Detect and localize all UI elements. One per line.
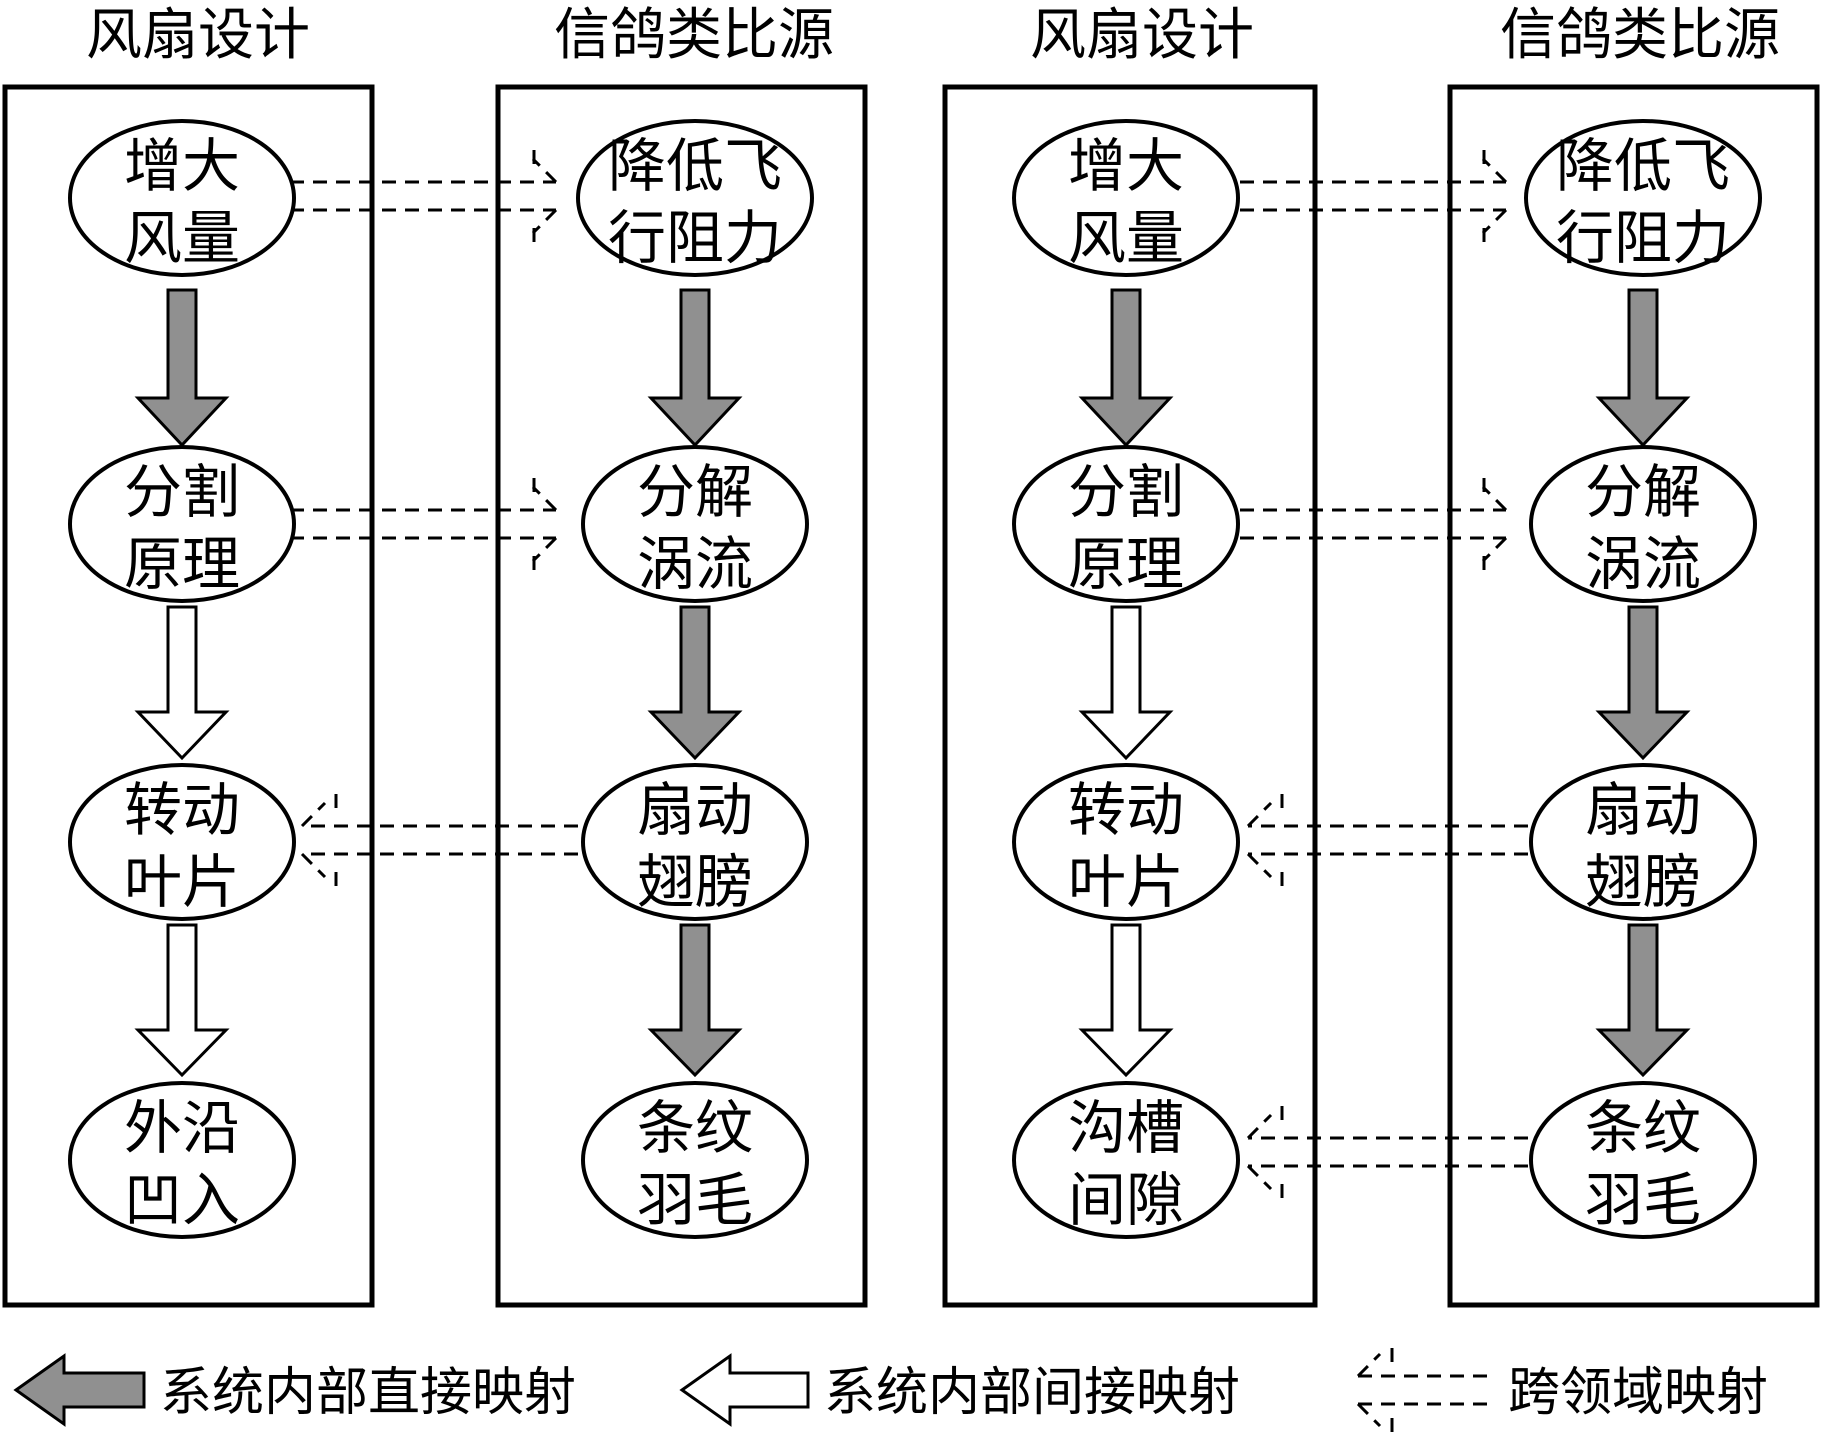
p2-right-node-3-line2: 翅膀 — [1585, 848, 1701, 916]
p2-left-node-1-line1: 增大 — [1068, 132, 1184, 200]
p1-left-node-2: 分割 原理 — [68, 445, 296, 603]
p2-left-node-4: 沟槽 间隙 — [1012, 1081, 1240, 1239]
p2-left-node-2-line1: 分割 — [1068, 458, 1184, 526]
legend-cross-arrow-icon — [1356, 1348, 1490, 1432]
p1-left-node-1-line1: 增大 — [124, 132, 240, 200]
p1-left-arrow-1 — [134, 288, 230, 448]
p1-left-node-2-line2: 原理 — [124, 530, 240, 598]
p1-cross-mapping-1 — [290, 150, 558, 243]
p2-cross-mapping-3 — [1246, 794, 1528, 887]
p2-left-node-4-line1: 沟槽 — [1068, 1094, 1184, 1162]
p2-right-node-3-line1: 扇动 — [1585, 776, 1701, 844]
panel-2: 风扇设计 信鸽类比源 — [942, 3, 1820, 1308]
p2-right-node-2-line1: 分解 — [1585, 458, 1701, 526]
p1-cross-mapping-2 — [290, 478, 558, 571]
p1-left-node-4: 外沿 凹入 — [68, 1081, 296, 1239]
p2-right-node-2: 分解 涡流 — [1529, 445, 1757, 603]
p1-right-node-4-line1: 条纹 — [637, 1094, 753, 1162]
panel-1: 风扇设计 信鸽类比源 — [2, 3, 868, 1308]
p1-right-arrow-2 — [647, 605, 743, 761]
p2-right-arrow-1 — [1595, 288, 1691, 448]
p2-left-node-3-line2: 叶片 — [1068, 848, 1184, 916]
panel-1-left-frame — [2, 84, 375, 1308]
p1-right-node-1-line2: 行阻力 — [608, 204, 782, 272]
p1-right-node-3: 扇动 翅膀 — [581, 763, 809, 921]
p1-right-node-3-line2: 翅膀 — [637, 848, 753, 916]
p2-right-node-4-line1: 条纹 — [1585, 1094, 1701, 1162]
p1-right-node-1: 降低飞 行阻力 — [576, 119, 814, 277]
p2-left-node-3: 转动 叶片 — [1012, 763, 1240, 921]
p1-cross-mapping-3 — [300, 794, 578, 887]
legend-indirect-label: 系统内部间接映射 — [824, 1363, 1240, 1423]
legend-indirect-arrow-icon — [679, 1353, 810, 1427]
p1-right-node-2-line2: 涡流 — [637, 530, 753, 598]
p2-right-node-3: 扇动 翅膀 — [1529, 763, 1757, 921]
p2-left-arrow-3 — [1078, 923, 1174, 1078]
p1-right-arrow-3 — [647, 923, 743, 1078]
p1-left-node-1-line2: 风量 — [124, 204, 240, 272]
panel-2-right-header: 信鸽类比源 — [1500, 3, 1780, 68]
p2-right-node-4: 条纹 羽毛 — [1529, 1081, 1757, 1239]
legend-direct-label: 系统内部直接映射 — [160, 1363, 576, 1423]
p2-left-node-1-line2: 风量 — [1068, 204, 1184, 272]
p1-left-node-4-line1: 外沿 — [124, 1094, 240, 1162]
panel-2-left-frame — [942, 84, 1318, 1308]
panel-2-left-header: 风扇设计 — [1030, 3, 1254, 68]
legend-direct-arrow-icon — [13, 1353, 146, 1427]
p1-left-node-1: 增大 风量 — [68, 119, 296, 277]
p1-right-node-3-line1: 扇动 — [637, 776, 753, 844]
p1-left-arrow-2 — [134, 605, 230, 761]
p2-left-node-3-line1: 转动 — [1068, 776, 1184, 844]
p1-left-node-3-line1: 转动 — [124, 776, 240, 844]
p2-cross-mapping-4 — [1246, 1106, 1528, 1199]
p2-cross-mapping-2 — [1240, 478, 1508, 571]
legend: 系统内部直接映射 系统内部间接映射 跨领域映射 — [13, 1348, 1768, 1432]
p2-right-node-4-line2: 羽毛 — [1585, 1166, 1701, 1234]
p2-left-node-1: 增大 风量 — [1012, 119, 1240, 277]
p2-right-node-1-line1: 降低飞 — [1556, 132, 1730, 200]
p2-left-node-4-line2: 间隙 — [1068, 1166, 1184, 1234]
panel-1-right-frame — [495, 84, 868, 1308]
p2-left-node-2: 分割 原理 — [1012, 445, 1240, 603]
p2-right-node-1: 降低飞 行阻力 — [1524, 119, 1762, 277]
p2-right-arrow-3 — [1595, 923, 1691, 1078]
p1-right-node-2-line1: 分解 — [637, 458, 753, 526]
p2-left-arrow-1 — [1078, 288, 1174, 448]
p1-right-node-2: 分解 涡流 — [581, 445, 809, 603]
panel-1-left-header: 风扇设计 — [86, 3, 310, 68]
panel-2-right-frame — [1447, 84, 1820, 1308]
p2-right-arrow-2 — [1595, 605, 1691, 761]
p2-left-node-2-line2: 原理 — [1068, 530, 1184, 598]
p2-right-node-1-line2: 行阻力 — [1556, 204, 1730, 272]
legend-cross-label: 跨领域映射 — [1508, 1363, 1768, 1423]
p1-left-arrow-3 — [134, 923, 230, 1078]
p1-right-node-1-line1: 降低飞 — [608, 132, 782, 200]
p1-left-node-4-line2: 凹入 — [124, 1166, 240, 1234]
p1-right-arrow-1 — [647, 288, 743, 448]
p2-right-node-2-line2: 涡流 — [1585, 530, 1701, 598]
p1-left-node-3: 转动 叶片 — [68, 763, 296, 921]
p1-left-node-3-line2: 叶片 — [124, 848, 240, 916]
p1-right-node-4: 条纹 羽毛 — [581, 1081, 809, 1239]
p2-cross-mapping-1 — [1240, 150, 1508, 243]
panel-1-right-header: 信鸽类比源 — [554, 3, 834, 68]
p2-left-arrow-2 — [1078, 605, 1174, 761]
p1-left-node-2-line1: 分割 — [124, 458, 240, 526]
p1-right-node-4-line2: 羽毛 — [637, 1166, 753, 1234]
